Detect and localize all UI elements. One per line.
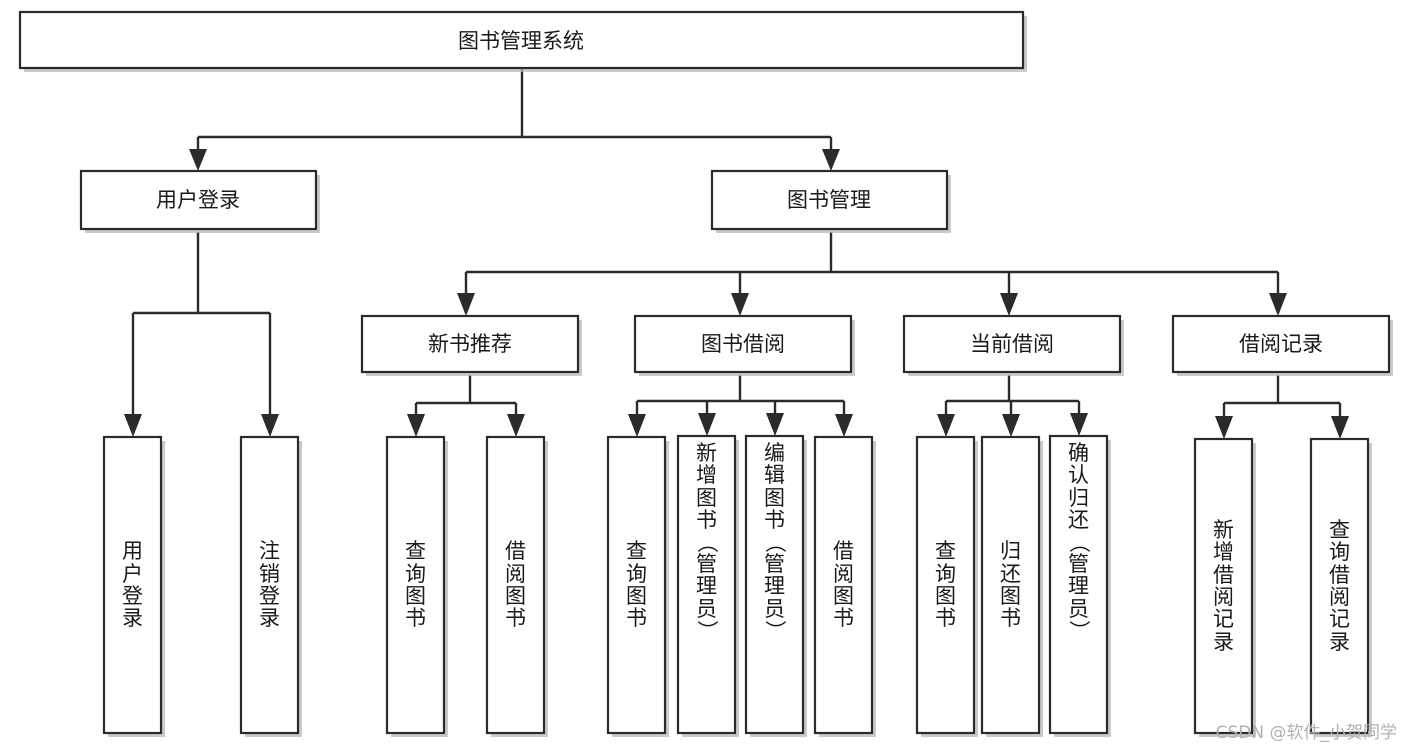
arrowhead-book-mgmt [822,149,840,171]
arrowhead-new-book-rec [457,293,475,316]
current-borrow-label: 当前借阅 [970,332,1054,356]
leaf-box-current-return[interactable] [980,435,1041,735]
leaf-box-borrow-query[interactable] [606,435,667,735]
node-root[interactable]: 图书管理系统 [18,10,1027,72]
new-book-recommend-box[interactable] [360,314,580,374]
arrowhead-borrow-leaf-3 [766,413,784,436]
new-book-recommend-label: 新书推荐 [428,332,512,356]
node-current-borrow[interactable]: 当前借阅 [902,314,1124,376]
arrowhead-record-leaf-1 [1215,416,1233,439]
leaf-box-record-query[interactable] [1309,437,1370,735]
book-borrow-box[interactable] [633,314,853,374]
node-book-borrow[interactable]: 图书借阅 [633,314,855,376]
arrowhead-borrow-leaf-4 [835,414,853,437]
leaf-box-user-login[interactable] [102,435,163,735]
node-user-login[interactable]: 用户登录 [79,169,320,233]
leaf-box-borrow-add[interactable] [676,434,737,735]
root-box[interactable] [18,10,1025,70]
root-label: 图书管理系统 [458,29,584,53]
connectors [124,68,1349,439]
arrowhead-current-leaf-3 [1070,413,1088,436]
leaf-box-borrow-borrow[interactable] [813,435,874,735]
leaf-box-current-confirm[interactable] [1048,434,1109,735]
arrowhead-borrow-leaf-1 [628,414,646,437]
node-new-book-recommend[interactable]: 新书推荐 [360,314,582,376]
arrowhead-newbook-leaf-2 [507,414,525,437]
arrowhead-newbook-leaf-1 [407,414,425,437]
arrowhead-current-leaf-2 [1002,414,1020,437]
book-management-box[interactable] [710,169,949,231]
arrowhead-borrow-record [1269,293,1287,316]
leaf-box-newbook-borrow[interactable] [485,435,546,735]
arrowhead-leaf-user-login [124,414,142,437]
leaf-box-record-add[interactable] [1193,437,1254,735]
arrowhead-user-login [189,149,207,171]
book-borrow-label: 图书借阅 [701,332,785,356]
watermark-label: CSDN @软件_小贺同学 [1215,723,1397,743]
current-borrow-box[interactable] [902,314,1122,374]
leaf-box-logout[interactable] [239,435,300,735]
user-login-label: 用户登录 [156,188,240,212]
leaf-boxes [102,434,1372,737]
book-management-label: 图书管理 [787,188,871,212]
arrowhead-current-leaf-1 [937,414,955,437]
borrow-record-box[interactable] [1171,314,1391,374]
arrowhead-current-borrow [1000,293,1018,316]
node-book-management[interactable]: 图书管理 [710,169,951,233]
arrowhead-leaf-logout [261,414,279,437]
node-borrow-record[interactable]: 借阅记录 [1171,314,1393,376]
leaf-box-current-query[interactable] [915,435,976,735]
arrowhead-borrow-leaf-2 [698,413,716,436]
leaf-box-newbook-query[interactable] [385,435,446,735]
leaf-box-borrow-edit[interactable] [744,434,805,735]
arrowhead-record-leaf-2 [1331,416,1349,439]
arrowhead-book-borrow [731,293,749,316]
user-login-box[interactable] [79,169,318,231]
borrow-record-label: 借阅记录 [1239,332,1323,356]
